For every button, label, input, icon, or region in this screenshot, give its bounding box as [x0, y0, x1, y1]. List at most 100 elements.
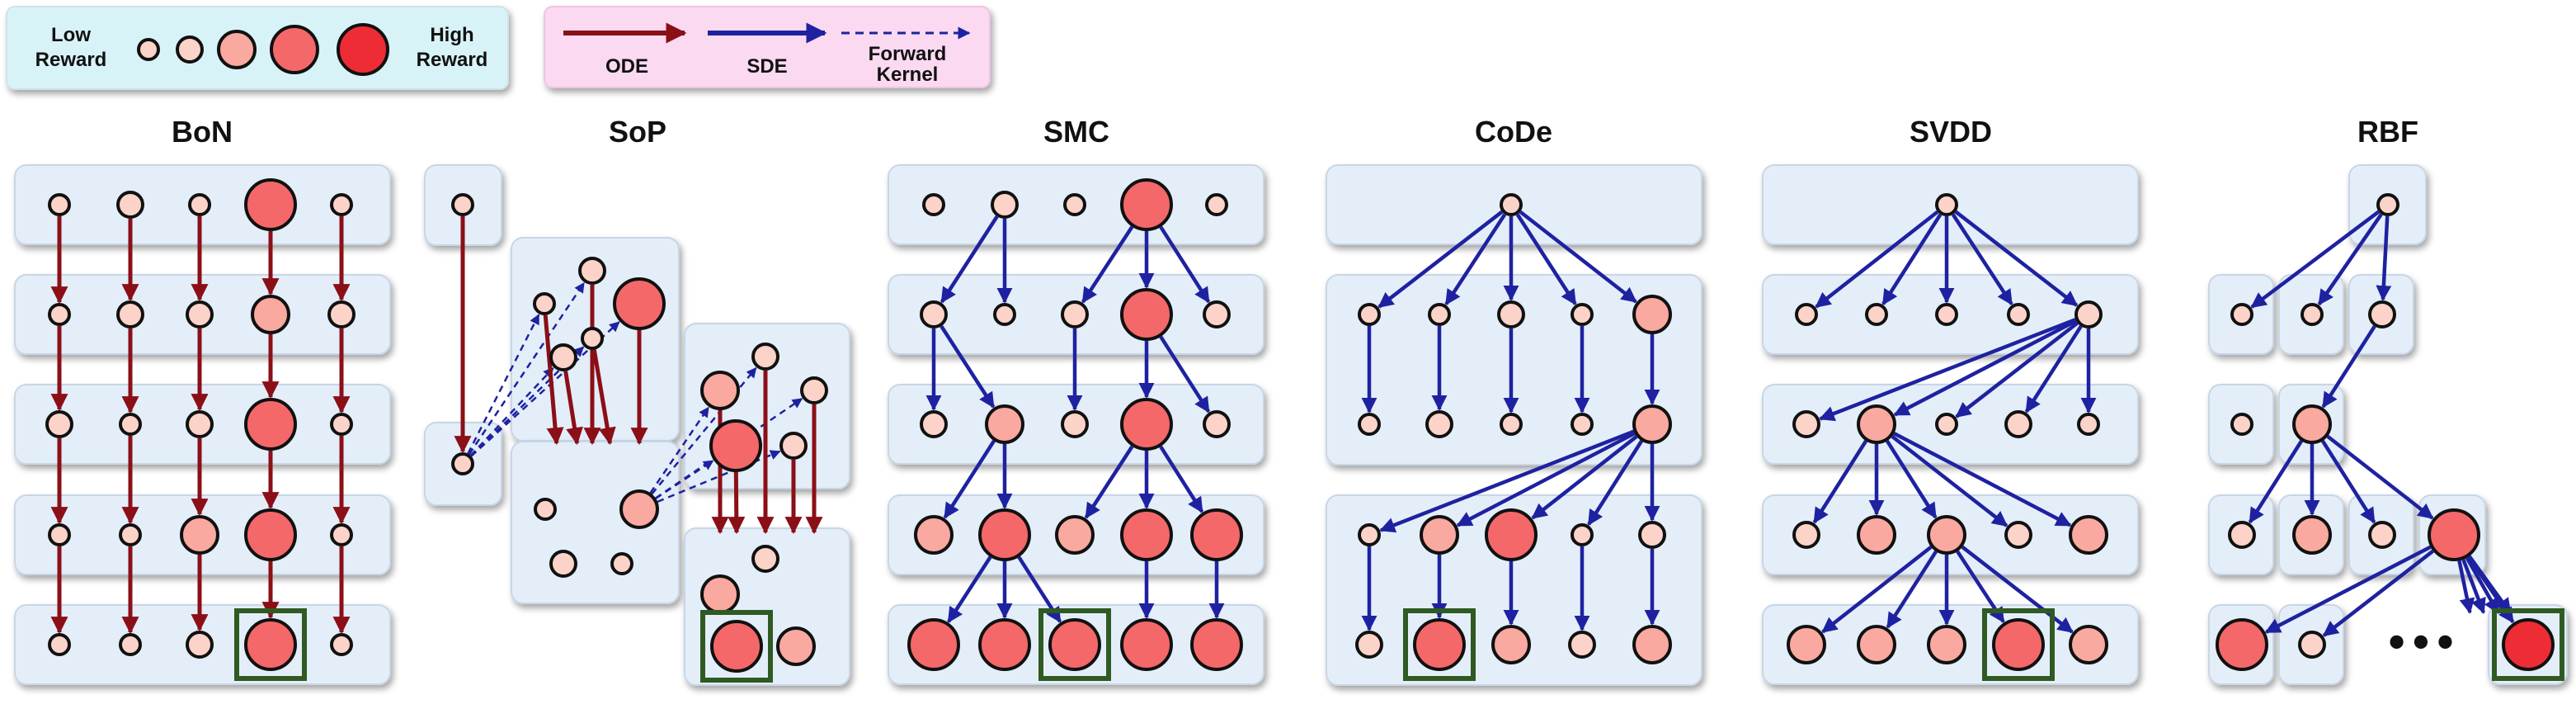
particle-node — [2298, 631, 2326, 659]
particle-node — [1857, 404, 1896, 444]
particle-node — [710, 620, 763, 673]
particle-node — [188, 193, 211, 216]
particle-node — [1491, 625, 1531, 664]
particle-node — [1857, 515, 1896, 555]
sde-arrow — [940, 325, 996, 409]
particle-node — [1428, 303, 1451, 326]
particle-node — [1935, 413, 1958, 436]
particle-node — [534, 498, 557, 521]
particle-node — [186, 410, 214, 438]
particle-node — [330, 523, 353, 546]
particle-node — [1571, 303, 1594, 326]
reward-scale-circles — [137, 23, 389, 76]
sde-arrow — [1954, 210, 2079, 307]
particle-node — [1792, 410, 1820, 438]
particle-node — [116, 300, 144, 329]
selected-particle-box — [1982, 608, 2055, 681]
particle-node — [330, 193, 353, 216]
particle-node — [186, 300, 214, 329]
particle-node — [978, 508, 1031, 561]
particle-node — [2007, 303, 2030, 326]
sde-arrow — [947, 555, 992, 623]
arrow-legend: ODE SDE Forward Kernel — [544, 6, 991, 88]
particle-node — [800, 376, 828, 404]
sde-arrow — [1084, 445, 1134, 519]
sde-arrow — [1819, 318, 2076, 422]
particle-node — [2368, 521, 2396, 549]
sde-arrow — [1815, 210, 1939, 309]
particle-node — [244, 178, 297, 231]
particle-node — [2077, 413, 2100, 436]
particle-node — [549, 550, 577, 578]
sde-arrow — [2024, 325, 2083, 414]
particle-node — [2004, 410, 2032, 438]
sde-arrow — [1531, 435, 1638, 520]
sde-arrow — [1812, 440, 1868, 524]
particle-node — [751, 343, 779, 371]
particle-node — [1120, 178, 1173, 231]
ode-label: ODE — [605, 55, 648, 78]
particle-node — [1571, 523, 1594, 546]
particle-node — [1935, 193, 1958, 216]
particle-node — [1061, 410, 1089, 438]
reward-scale-circle — [270, 25, 319, 74]
particle-node — [451, 193, 474, 216]
particle-node — [48, 303, 71, 326]
low-reward-label-2: Reward — [35, 49, 107, 71]
particle-node — [578, 257, 606, 285]
selected-particle-box — [2492, 608, 2564, 681]
reward-scale-circle — [337, 23, 389, 76]
rbf-ellipsis: ••• — [2385, 621, 2457, 665]
high-reward-label-1: High — [430, 24, 473, 46]
particle-node — [186, 631, 214, 659]
sde-arrow — [2320, 440, 2376, 524]
svdd-title: SVDD — [1910, 115, 1992, 149]
forward-kernel-label-2: Kernel — [877, 64, 939, 86]
sde-arrow — [2457, 560, 2475, 614]
particle-node — [776, 626, 816, 666]
particle-node — [244, 398, 297, 451]
selected-particles — [234, 608, 2564, 683]
particle-node — [1792, 521, 1820, 549]
particle-node — [45, 410, 73, 438]
particle-node — [1787, 625, 1826, 664]
particle-node — [1857, 625, 1896, 664]
forward-kernel-arrow — [657, 450, 781, 503]
sde-arrow — [1519, 210, 1637, 304]
particle-node — [1120, 288, 1173, 341]
sde-arrow — [2461, 559, 2486, 614]
selected-particle-box — [234, 608, 307, 681]
sde-arrow — [1377, 210, 1504, 309]
sde-arrow — [1159, 335, 1211, 414]
particle-node — [244, 508, 297, 561]
particle-node — [700, 574, 740, 614]
particle-node — [2368, 300, 2396, 329]
particle-node — [1485, 508, 1538, 561]
forward-kernel-arrow — [469, 367, 554, 456]
particle-node — [978, 618, 1031, 671]
high-reward-label-2: Reward — [417, 49, 488, 71]
particle-node — [1205, 193, 1228, 216]
particle-node — [1632, 295, 1672, 334]
sde-arrow — [1891, 434, 2009, 527]
particle-node — [1927, 515, 1966, 555]
particle-node — [1048, 618, 1101, 671]
particle-node — [1063, 193, 1086, 216]
sde-arrow — [1886, 551, 1938, 629]
sde-arrow — [1881, 213, 1943, 305]
particle-node — [327, 300, 356, 329]
particle-node — [1190, 508, 1243, 561]
particle-node — [985, 404, 1024, 444]
particle-node — [1203, 300, 1231, 329]
sde-arrow — [2322, 549, 2435, 637]
particle-node — [1355, 631, 1383, 659]
step-boxes — [14, 164, 2568, 686]
sde-arrow — [1159, 225, 1211, 304]
particle-node — [119, 633, 142, 656]
particle-node — [116, 191, 144, 219]
particle-node — [48, 193, 71, 216]
sde-arrow — [2317, 213, 2383, 306]
particle-node — [330, 633, 353, 656]
particle-node — [1425, 410, 1453, 438]
